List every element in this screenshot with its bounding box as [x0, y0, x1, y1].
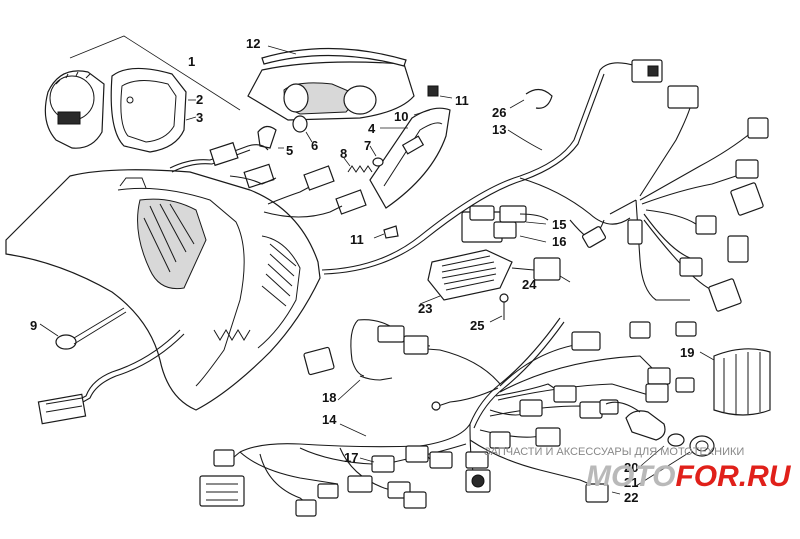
- callout-3: 3: [196, 110, 203, 125]
- callout-23: 23: [418, 301, 432, 316]
- callout-9: 9: [30, 318, 37, 333]
- leader-11b: [373, 233, 385, 239]
- callout-7: 7: [364, 138, 371, 153]
- watermark-logo: MOTOFOR.RU: [586, 460, 792, 493]
- gauge-housing: [110, 67, 187, 153]
- speedometer-gauge: [44, 70, 105, 149]
- callout-17: 17: [344, 450, 358, 465]
- callout-14: 14: [322, 412, 337, 427]
- leader-9: [39, 323, 59, 337]
- screw-25: [499, 293, 509, 320]
- visor-strip: [261, 47, 407, 67]
- voltage-regulator-23: [427, 249, 513, 301]
- callout-20: 20: [624, 460, 638, 475]
- leader-18: [337, 379, 361, 401]
- callout-13: 13: [492, 122, 506, 137]
- leader-17: [359, 457, 375, 463]
- bulb-7: [372, 157, 384, 167]
- callout-8: 8: [340, 146, 347, 161]
- callout-2: 2: [196, 92, 203, 107]
- bulb-6: [292, 115, 308, 133]
- callout-11-upper: 11: [455, 93, 469, 108]
- leader-16: [519, 235, 547, 243]
- watermark-tagline: ЗАПЧАСТИ И АКСЕССУАРЫ ДЛЯ МОТОТЕХНИКИ: [484, 446, 744, 458]
- leader-23: [419, 295, 441, 305]
- watermark-logo-ru: .RU: [739, 460, 792, 493]
- callout-15: 15: [552, 217, 566, 232]
- main-harness-connectors: [581, 59, 769, 337]
- leader-14: [339, 423, 367, 437]
- leader-12: [267, 45, 297, 55]
- leader-3: [185, 116, 197, 121]
- leader-8: [343, 157, 351, 167]
- callout-26: 26: [492, 105, 506, 120]
- leader-11a: [439, 95, 453, 99]
- bulb-socket-5: [257, 125, 277, 149]
- callout-4: 4: [368, 121, 376, 136]
- leader-1: [69, 35, 241, 111]
- leader-13: [507, 129, 543, 151]
- bolt-9: [55, 307, 127, 350]
- relay-block-15-16: [461, 205, 549, 243]
- leader-21: [635, 451, 691, 487]
- speed-sensor-assembly: [605, 401, 715, 457]
- callout-19: 19: [680, 345, 694, 360]
- clip-lower: [383, 225, 399, 239]
- callout-12: 12: [246, 36, 260, 51]
- clip-upper: [427, 85, 439, 97]
- callout-6: 6: [311, 138, 318, 153]
- headlight-shell: [369, 107, 451, 209]
- leader-7: [369, 145, 377, 157]
- watermark-logo-moto: MOTO: [586, 460, 675, 493]
- upper-harness: [169, 141, 367, 218]
- callout-22-label: 22: [624, 490, 638, 505]
- front-hood-console: [5, 169, 321, 411]
- callout-5: 5: [286, 143, 293, 158]
- leader-10: [413, 109, 431, 116]
- ring-clamp-26: [525, 88, 553, 109]
- callout-16: 16: [552, 234, 566, 249]
- leader-19: [699, 351, 715, 361]
- leader-25: [489, 315, 503, 323]
- leader-24: [559, 275, 571, 283]
- callout-18: 18: [322, 390, 336, 405]
- callout-24: 24: [522, 277, 537, 292]
- callout-11-lower: 11: [350, 232, 364, 247]
- callout-1: 1: [188, 54, 195, 69]
- leader-6: [305, 131, 313, 143]
- leader-22: [611, 491, 621, 495]
- callout-10: 10: [394, 109, 408, 124]
- leader-26: [509, 99, 525, 109]
- spring-8: [347, 165, 373, 173]
- regulator-connector-24: [511, 257, 561, 281]
- protective-sleeve-19: [713, 348, 771, 416]
- callout-25: 25: [470, 318, 484, 333]
- lower-harness-connectors: [199, 321, 695, 517]
- left-harness: [37, 329, 185, 425]
- callout-21: 21: [624, 475, 638, 490]
- watermark-logo-text: MOTOFOR.RU: [586, 460, 792, 493]
- leader-20: [635, 445, 665, 471]
- handlebar-pod: [247, 61, 415, 121]
- watermark-logo-for: FOR: [675, 460, 739, 493]
- leader-15: [525, 221, 547, 225]
